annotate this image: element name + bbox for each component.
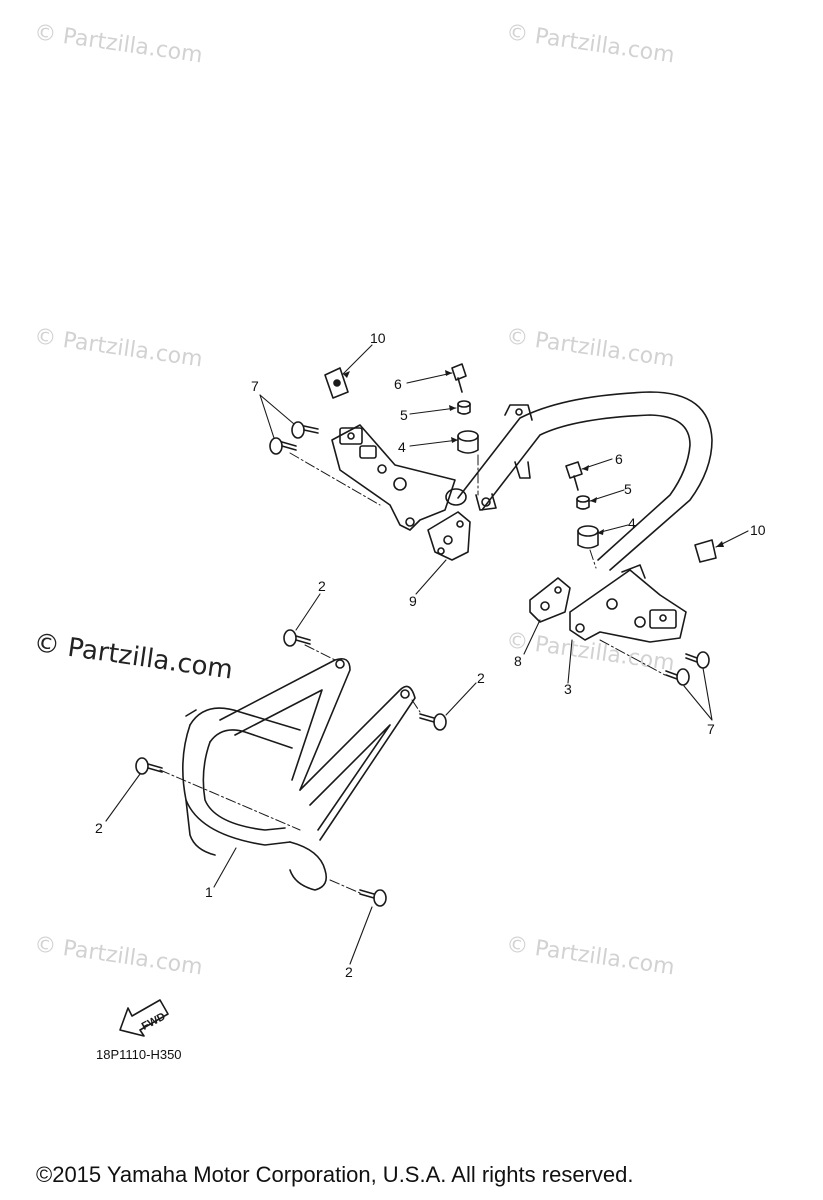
bolt-2-bottom <box>359 889 387 907</box>
bolt-2-right <box>419 713 447 731</box>
fwd-arrow-icon: FWD <box>119 999 169 1037</box>
collar-upper <box>457 400 471 408</box>
bolt-2-top <box>283 629 311 647</box>
leader-lines <box>105 344 749 965</box>
front-guard-part-1 <box>182 657 416 891</box>
callout-3: 3 <box>564 681 572 697</box>
bolt-pair-lower <box>665 651 710 686</box>
callout-4-lower: 4 <box>628 515 636 531</box>
grab-bar-upper <box>445 391 713 571</box>
callout-5-upper: 5 <box>400 407 408 423</box>
bolt-pair-upper <box>269 421 319 455</box>
callout-8: 8 <box>514 653 522 669</box>
bolt-upper <box>451 363 467 381</box>
callout-1: 1 <box>205 884 213 900</box>
callout-2-right: 2 <box>477 670 485 686</box>
copyright-notice: ©2015 Yamaha Motor Corporation, U.S.A. A… <box>36 1162 634 1187</box>
clip-nut-upper <box>324 367 349 399</box>
callout-6-lower: 6 <box>615 451 623 467</box>
bracket-part-3 <box>569 564 687 643</box>
callout-5-lower: 5 <box>624 481 632 497</box>
callout-7-lower: 7 <box>707 721 715 737</box>
callout-2-bottom: 2 <box>345 964 353 980</box>
clip-nut-lower <box>694 539 717 563</box>
clip-nut-upper-hole <box>333 379 341 387</box>
bolt-2-left <box>135 757 163 775</box>
alignment-lines <box>159 452 666 894</box>
callout-7-upper: 7 <box>251 378 259 394</box>
bushing-upper-body <box>457 435 479 454</box>
callout-9: 9 <box>409 593 417 609</box>
callout-10-upper: 10 <box>370 330 386 346</box>
plate-part-9 <box>427 511 471 561</box>
drawing-code: 18P1110-H350 <box>96 1047 182 1062</box>
bolt-lower <box>565 461 583 479</box>
callout-6-upper: 6 <box>394 376 402 392</box>
callout-4-upper: 4 <box>398 439 406 455</box>
arrowheads <box>343 370 724 547</box>
callout-2-left: 2 <box>95 820 103 836</box>
bushing-lower <box>577 525 599 537</box>
callout-10-lower: 10 <box>750 522 766 538</box>
bushing-upper <box>457 430 479 442</box>
callout-2-top: 2 <box>318 578 326 594</box>
plate-part-8 <box>529 577 571 623</box>
bracket-upper-left <box>331 424 456 531</box>
collar-lower <box>576 495 590 503</box>
